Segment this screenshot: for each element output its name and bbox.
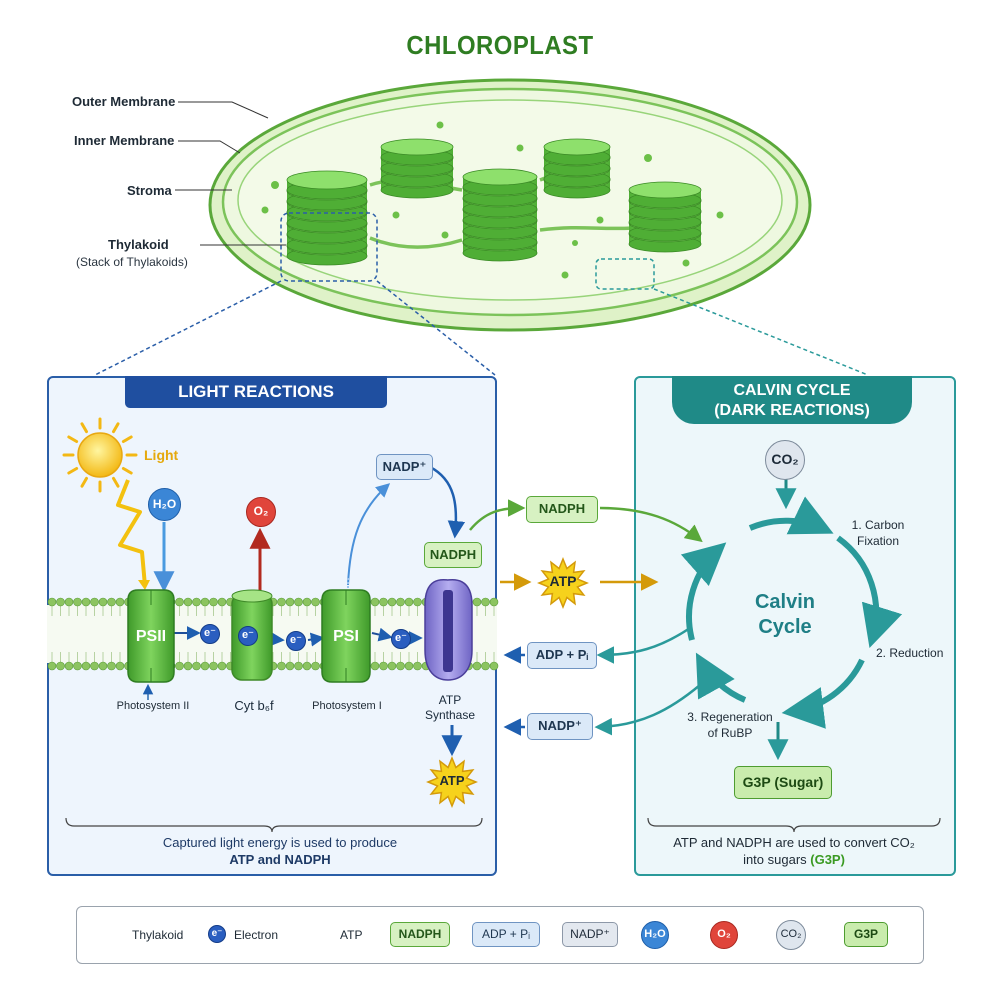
step-carbon-fixation: 1. Carbon Fixation (851, 518, 905, 548)
calvin-cycle-center: Calvin Cycle (754, 591, 816, 638)
light-reactions-summary: Captured light energy is used to produce… (162, 835, 398, 867)
transfer-adp-pi: ADP + Pᵢ (527, 642, 597, 669)
legend-electron-icon: e⁻ (208, 925, 226, 943)
electron-2: e⁻ (238, 626, 258, 646)
atp-star-middle (537, 557, 589, 609)
h2o-molecule: H₂O (148, 488, 181, 521)
atp-product-label: ATP (439, 773, 465, 788)
psii-label: PSII (135, 628, 167, 645)
photosystem-ii-label: Photosystem II (116, 700, 190, 712)
atp-synthase-protein (424, 578, 473, 681)
nadp-plus-input: NADP⁺ (376, 454, 433, 480)
electron-3: e⁻ (286, 631, 306, 651)
label-stroma: Stroma (127, 183, 172, 198)
calvin-cycle-heading: CALVIN CYCLE (DARK REACTIONS) (672, 376, 912, 424)
label-thylakoid-sub: (Stack of Thylakoids) (76, 255, 188, 269)
transfer-nadp-plus: NADP⁺ (527, 713, 593, 740)
co2-molecule: CO₂ (765, 440, 805, 480)
calvin-cycle-ring (680, 496, 903, 729)
sun-icon (62, 417, 138, 493)
legend-nadp-plus: NADP⁺ (562, 922, 618, 947)
atp-star-bottom (426, 756, 478, 808)
light-reactions-heading: LIGHT REACTIONS (125, 376, 387, 408)
grana-stacks (286, 138, 702, 266)
label-outer-membrane: Outer Membrane (72, 94, 176, 109)
g3p-product: G3P (Sugar) (734, 766, 832, 799)
legend-o2: O₂ (710, 921, 738, 949)
electron-4: e⁻ (391, 629, 411, 649)
calvin-cycle-summary: ATP and NADPH are used to convert CO₂ in… (673, 835, 915, 867)
psi-label: PSI (333, 628, 359, 645)
photosystem-i-label: Photosystem I (312, 700, 382, 712)
cyt-b6f-label: Cyt b₆f (234, 698, 274, 713)
transfer-nadph: NADPH (526, 496, 598, 523)
legend-h2o: H₂O (641, 921, 669, 949)
legend-adp-pi: ADP + Pᵢ (472, 922, 540, 947)
legend-nadph: NADPH (390, 922, 450, 947)
label-thylakoid: Thylakoid (108, 237, 169, 252)
atp-synthase-label: ATP Synthase (424, 693, 476, 722)
transfer-atp-label: ATP (549, 573, 577, 589)
legend-co2: CO₂ (776, 920, 806, 950)
legend-thylakoid-label: Thylakoid (132, 928, 184, 942)
psi-protein (321, 589, 371, 683)
legend-g3p: G3P (844, 922, 888, 947)
label-inner-membrane: Inner Membrane (74, 133, 175, 148)
light-label: Light (144, 447, 179, 463)
nadph-output: NADPH (424, 542, 482, 568)
legend-atp-label: ATP (340, 928, 363, 942)
step-regeneration: 3. Regeneration of RuBP (687, 710, 773, 740)
step-reduction: 2. Reduction (876, 646, 944, 660)
o2-molecule: O₂ (246, 497, 276, 527)
legend-electron-label: Electron (234, 928, 279, 942)
diagram-title: CHLOROPLAST (406, 30, 594, 60)
electron-1: e⁻ (200, 624, 220, 644)
psii-protein (127, 589, 175, 683)
